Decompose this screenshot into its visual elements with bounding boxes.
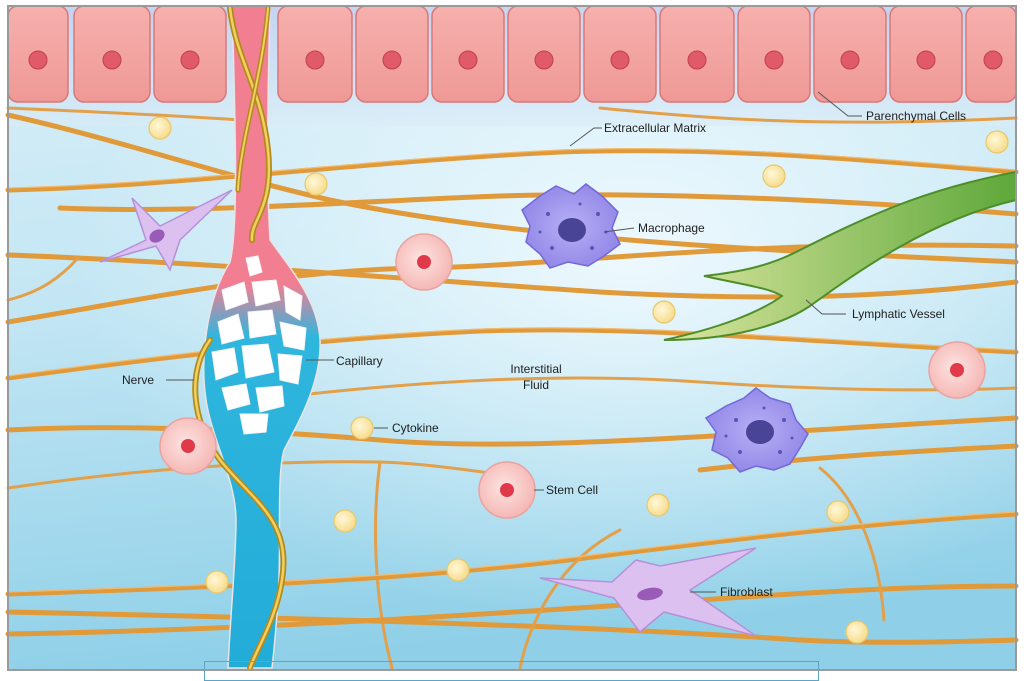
macrophage-icon xyxy=(704,387,809,473)
nerve-label: Nerve xyxy=(122,373,154,387)
stem-cell-icon xyxy=(159,417,217,475)
fibroblast-icon xyxy=(539,547,757,637)
stem-cell-label: Stem Cell xyxy=(546,483,598,497)
diagram-frame xyxy=(7,5,1017,671)
capillary-icon xyxy=(203,5,321,669)
stem-cell-icon xyxy=(928,341,986,399)
parenchymal-cells-label: Parenchymal Cells xyxy=(866,109,966,123)
fibroblast-label: Fibroblast xyxy=(720,585,773,599)
stem-cell-icon xyxy=(395,233,453,291)
lymphatic-vessel-icon xyxy=(663,170,1017,341)
extracellular-matrix-label: Extracellular Matrix xyxy=(604,121,706,135)
parenchymal-cells-row xyxy=(7,5,1017,103)
stem-cell-icon xyxy=(478,461,536,519)
capillary-label: Capillary xyxy=(336,354,383,368)
leader-lines xyxy=(166,91,862,593)
lymphatic-vessel-label: Lymphatic Vessel xyxy=(852,307,945,321)
nerve-icon xyxy=(192,5,287,671)
caption-box xyxy=(204,661,819,681)
cytokine-icon xyxy=(148,116,1009,644)
interstitial-fluid-label-line2: Fluid xyxy=(523,378,549,392)
macrophage-label: Macrophage xyxy=(638,221,705,235)
fibroblast-icon xyxy=(99,189,233,272)
macrophage-icon xyxy=(521,183,621,269)
labels: Parenchymal Cells Extracellular Matrix M… xyxy=(122,109,966,599)
interstitial-fluid-label-line1: Interstitial xyxy=(510,362,561,376)
cytokine-label: Cytokine xyxy=(392,421,439,435)
